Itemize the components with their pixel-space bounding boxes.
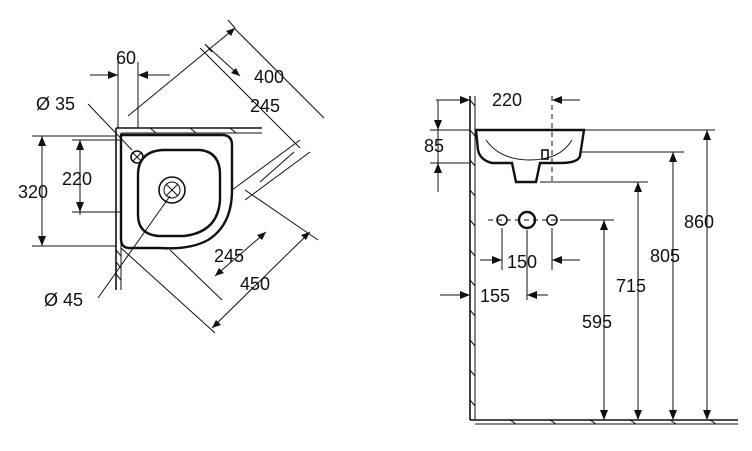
basin-overflow <box>541 149 549 160</box>
plan-wall-hatch <box>115 127 237 281</box>
basin-side-profile <box>474 128 586 184</box>
dim-860-label: 860 <box>684 212 714 232</box>
dim-320-label: 320 <box>18 182 48 202</box>
dim-245-bottom-line <box>214 231 267 277</box>
dim-245-bottom-label: 245 <box>214 246 244 266</box>
dim-805-label: 805 <box>650 246 680 266</box>
elevation-wall-hatch <box>469 99 476 407</box>
dim-155-label: 155 <box>480 286 510 306</box>
dim-450-label: 450 <box>240 274 270 294</box>
dim-400-label: 400 <box>254 67 284 87</box>
basin-side-inner <box>485 139 573 161</box>
waste-outlet-outer <box>158 176 186 204</box>
basin-bowl <box>136 148 222 238</box>
dim-d45-leader <box>97 195 171 299</box>
dim-400-line <box>127 27 236 117</box>
waste-outlet-inner <box>163 181 181 199</box>
tap-hole <box>130 150 144 164</box>
dim-d35-leader <box>87 103 133 151</box>
dim-220-label: 220 <box>62 169 92 189</box>
dim-60-label: 60 <box>116 48 136 68</box>
dim-150-label: 150 <box>507 252 537 272</box>
dim-450-line <box>211 231 311 329</box>
elevation-view: 220 85 150 155 860 805 715 595 <box>424 90 738 425</box>
dim-85-label: 85 <box>424 136 444 156</box>
dim-d35-label: Ø 35 <box>36 94 75 114</box>
dim-220-side-label: 220 <box>492 90 522 110</box>
dim-d45-label: Ø 45 <box>44 290 83 310</box>
dim-595-label: 595 <box>582 312 612 332</box>
dim-715-label: 715 <box>616 276 646 296</box>
plan-view: 60 400 245 Ø 35 220 320 245 450 Ø 45 <box>18 19 325 334</box>
basin-outline <box>119 133 234 250</box>
dim-245-top-label: 245 <box>250 96 280 116</box>
